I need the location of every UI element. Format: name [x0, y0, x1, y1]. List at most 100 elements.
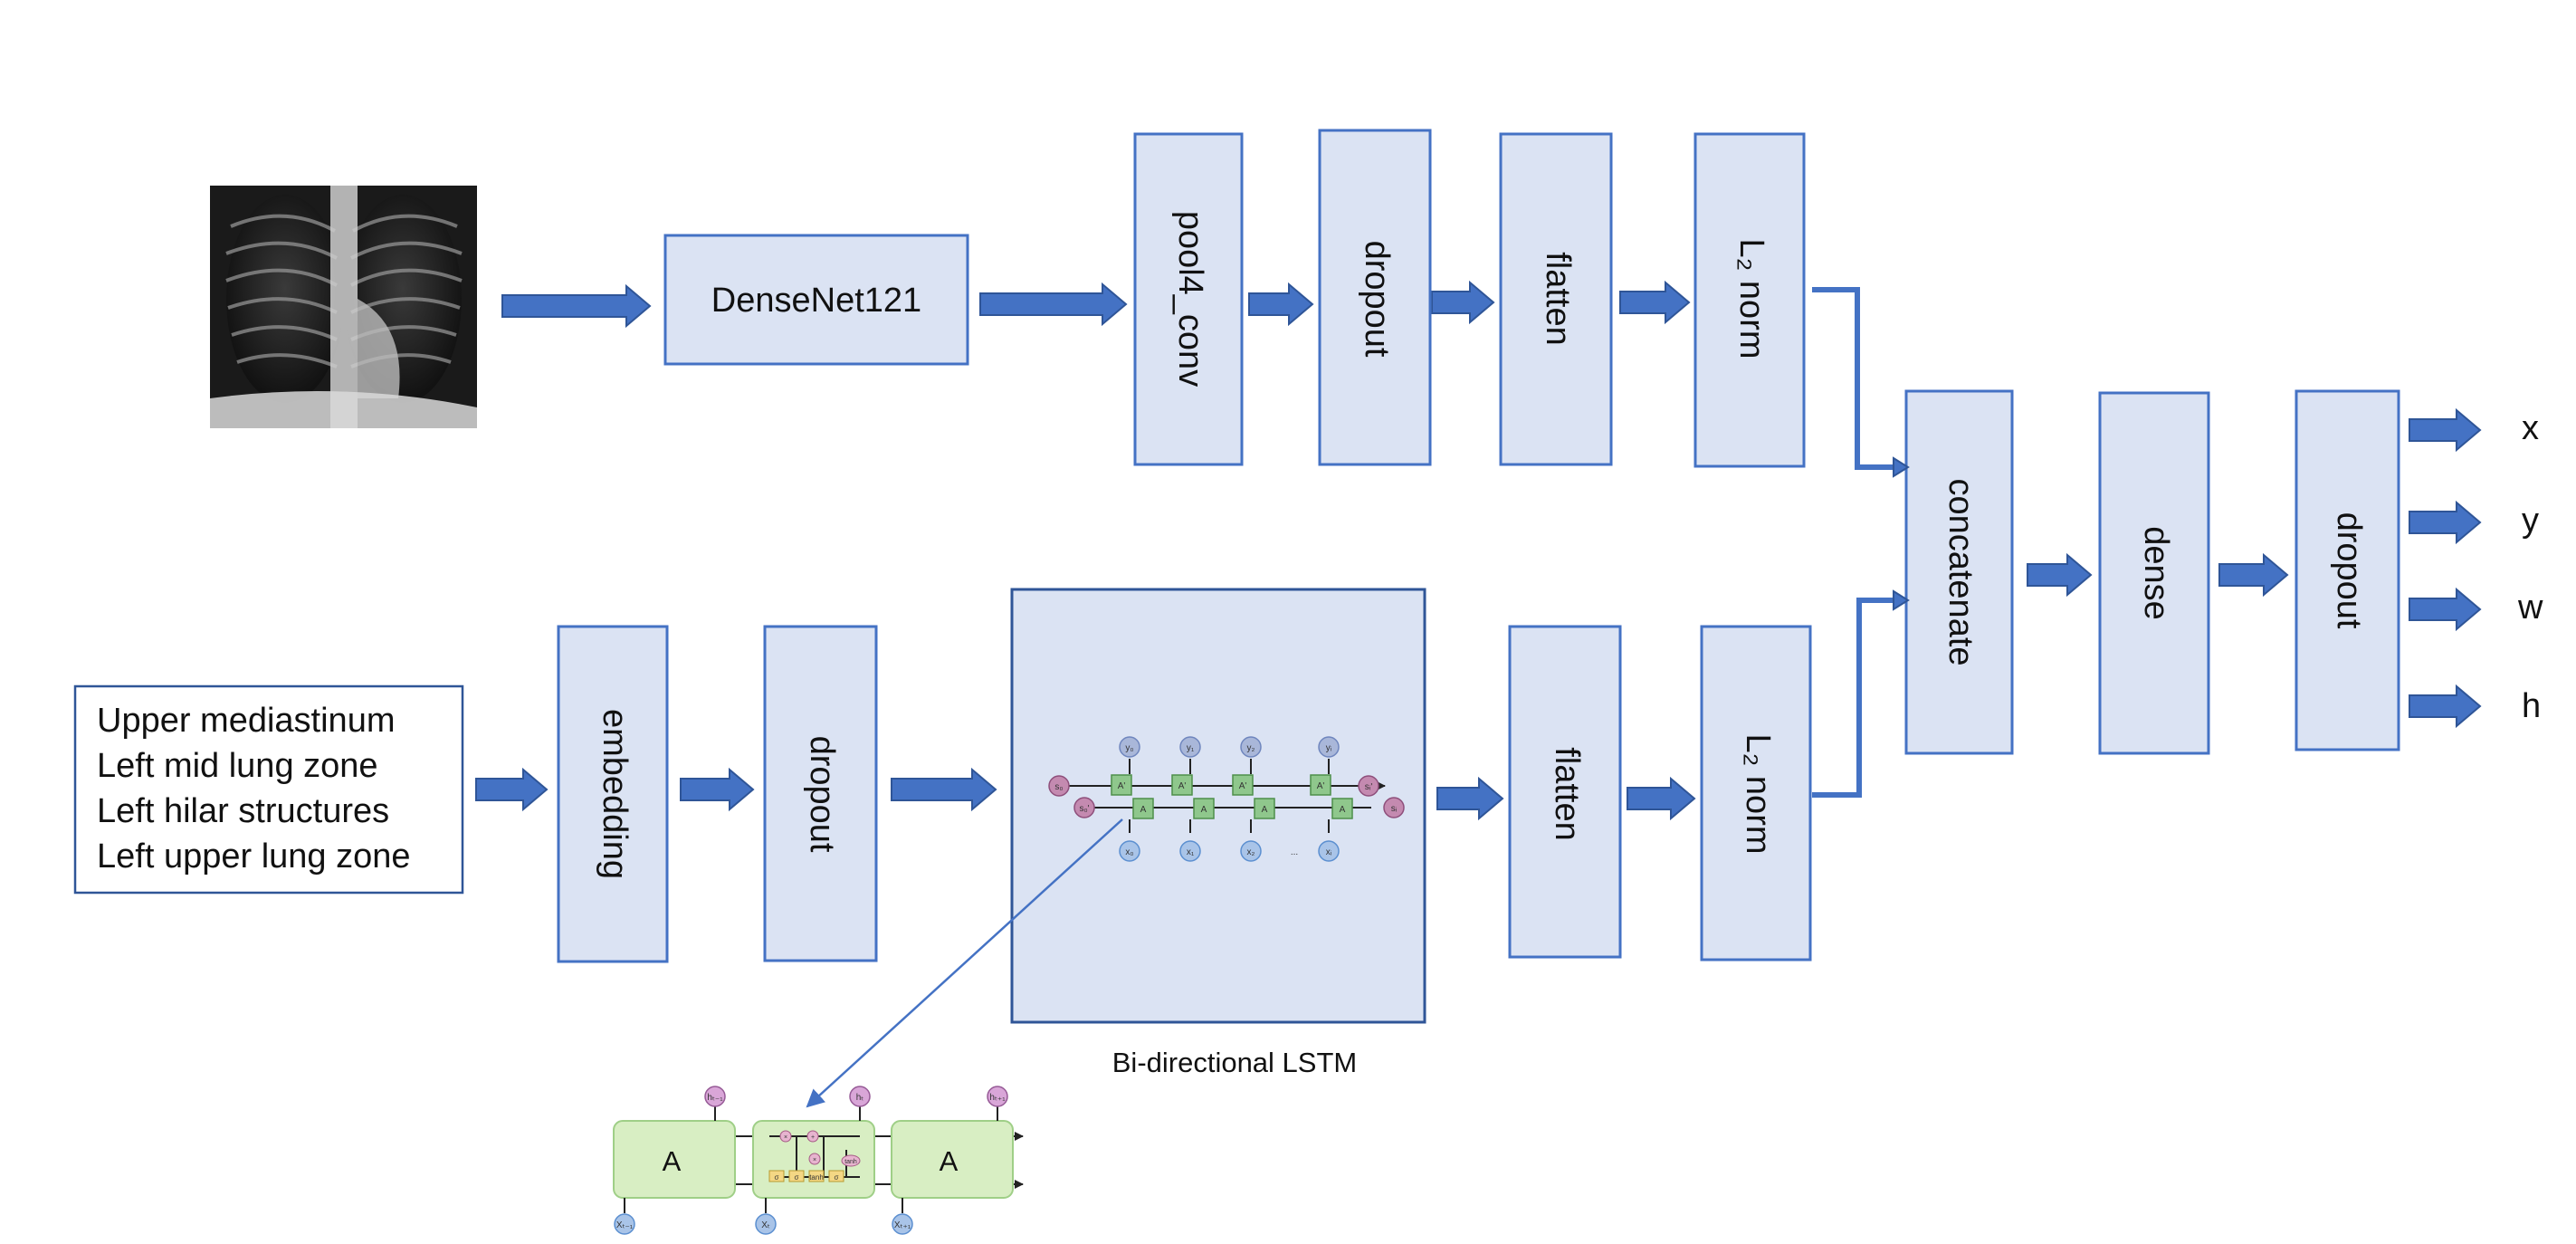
xray-to-densenet-arrow	[501, 283, 652, 329]
lstm-x-label: Xₜ₋₁	[616, 1220, 634, 1230]
output-x-arrow	[2409, 407, 2482, 453]
lstm-h-label: hₜ₊₁	[989, 1093, 1006, 1103]
zoom-pointer-arrow	[806, 818, 1123, 1108]
lstm-h-label: hₜ	[856, 1093, 864, 1103]
pool-to-dropout-arrow	[1248, 282, 1314, 327]
dense-label: dense	[2137, 526, 2175, 620]
bilstm-output-label: y₂	[1247, 743, 1255, 753]
bilstm-input-node	[1179, 840, 1201, 862]
concat-to-dense-arrow	[2027, 552, 2093, 598]
bilstm-ellipsis: ...	[1291, 847, 1298, 857]
image-to-concat-arrowhead	[1893, 456, 1910, 478]
image-l2norm-label: L₂ norm	[1732, 238, 1770, 359]
bilstm-forward-cell-label: A'	[1178, 781, 1187, 791]
head-dropout-box	[2295, 389, 2400, 751]
lstm-pointwise-op-label: ×	[784, 1134, 787, 1141]
lstm-x-label: Xₜ	[761, 1220, 770, 1230]
embedding-to-dropout-arrow	[680, 767, 755, 812]
bilstm-output-node	[1179, 736, 1201, 758]
image-flatten-label: flatten	[1539, 252, 1577, 346]
flatten-to-norm-arrow	[1619, 280, 1691, 325]
report-line-2: Left mid lung zone	[97, 747, 378, 785]
lstm-h-label: hₜ₋₁	[707, 1093, 723, 1103]
lstm-gate-label: tanh	[809, 1173, 824, 1182]
text-l2norm-label: L₂ norm	[1739, 733, 1777, 854]
output-h-arrow	[2409, 684, 2482, 729]
lstm-x-node	[755, 1213, 777, 1235]
bilstm-forward-cell	[1232, 774, 1254, 796]
report-line-1: Upper mediastinum	[97, 702, 395, 740]
bilstm-input-node	[1318, 840, 1340, 862]
bilstm-output-node	[1318, 736, 1340, 758]
bilstm-state-node	[1048, 775, 1070, 797]
flatten-to-norm2-arrow	[1627, 776, 1696, 821]
bilstm-forward-cell	[1310, 774, 1331, 796]
bilstm-backward-cell	[1331, 798, 1353, 819]
concatenate-box	[1904, 389, 2014, 755]
image-l2norm-box	[1693, 132, 1806, 468]
lstm-gate	[788, 1170, 805, 1182]
bilstm-backward-cell-label: A	[1262, 805, 1268, 815]
text-dropout-box	[763, 625, 878, 962]
bilstm-backward-cell	[1132, 798, 1154, 819]
lstm-gate	[828, 1170, 844, 1182]
lstm-pointwise-op	[841, 1154, 861, 1167]
bilstm-state-label: s₀'	[1079, 804, 1089, 814]
output-w-arrow	[2409, 587, 2482, 632]
densenet121-label: DenseNet121	[711, 282, 921, 320]
lstm-pointwise-op-label: ×	[813, 1157, 816, 1163]
image-to-concat-connector	[1812, 287, 1899, 470]
lstm-cell-next	[891, 1120, 1014, 1199]
bilstm-input-label: x₁	[1187, 847, 1195, 857]
bilstm-state-node	[1383, 797, 1405, 818]
bilstm-forward-cell	[1111, 774, 1132, 796]
lstm-gate-label: σ	[775, 1173, 779, 1182]
lstm-x-node	[892, 1213, 913, 1235]
lstm-pointwise-op-label: +	[811, 1134, 815, 1141]
dense-to-dropout-arrow	[2218, 552, 2289, 598]
bilstm-unrolled-diagram: A'Ay₀x₀A'Ay₁x₁A'Ay₂x₂A'Ayᵢxᵢ...s₀s₀'sᵢ's…	[1048, 736, 1405, 862]
dropout-to-lstm-arrow	[891, 767, 997, 812]
lstm-gate-label: σ	[835, 1173, 839, 1182]
bilstm-output-label: yᵢ	[1326, 743, 1332, 753]
bilstm-state-node	[1073, 797, 1095, 818]
bilstm-state-label: s₀	[1054, 782, 1063, 792]
text-to-concat-connector	[1812, 598, 1899, 798]
pool4-conv-box	[1133, 132, 1244, 466]
output-y-arrow	[2409, 500, 2482, 545]
densenet-to-pool-arrow	[979, 282, 1128, 327]
bilstm-input-node	[1119, 840, 1140, 862]
report-to-embedding-arrow	[475, 767, 549, 812]
lstm-h-node	[704, 1086, 726, 1107]
bilstm-forward-cell-label: A'	[1317, 781, 1325, 791]
report-text-box	[73, 684, 464, 895]
bilstm-backward-cell	[1193, 798, 1215, 819]
bilstm-output-label: y₁	[1187, 743, 1195, 753]
lstm-gate-label: σ	[795, 1173, 799, 1182]
output-h: h	[2522, 687, 2541, 725]
bilstm-backward-cell-label: A	[1201, 805, 1207, 815]
output-w: w	[2517, 589, 2543, 627]
bilstm-input-label: x₀	[1125, 847, 1133, 857]
densenet121-box	[663, 234, 969, 366]
lstm-x-node	[614, 1213, 635, 1235]
bilstm-output-node	[1240, 736, 1262, 758]
lstm-gate	[808, 1170, 825, 1182]
image-dropout-box	[1318, 129, 1432, 466]
bilstm-forward-cell-label: A'	[1118, 781, 1126, 791]
lstm-cell-prev-label: A	[663, 1145, 682, 1177]
embedding-label: embedding	[596, 709, 634, 879]
report-line-4: Left upper lung zone	[97, 837, 411, 876]
text-dropout-label: dropout	[803, 736, 841, 853]
lstm-internal-gates: σ σ tanh σ × + × tanh	[768, 1130, 861, 1182]
bilstm-backward-cell	[1254, 798, 1275, 819]
lstm-pointwise-op-label: tanh	[844, 1159, 857, 1165]
bilstm-caption: Bi-directional LSTM	[1112, 1047, 1357, 1078]
bilstm-box	[1010, 588, 1426, 1024]
lstm-h-node	[987, 1086, 1008, 1107]
image-dropout-label: dropout	[1358, 241, 1396, 358]
text-flatten-box	[1508, 625, 1622, 959]
bilstm-output-node	[1119, 736, 1140, 758]
